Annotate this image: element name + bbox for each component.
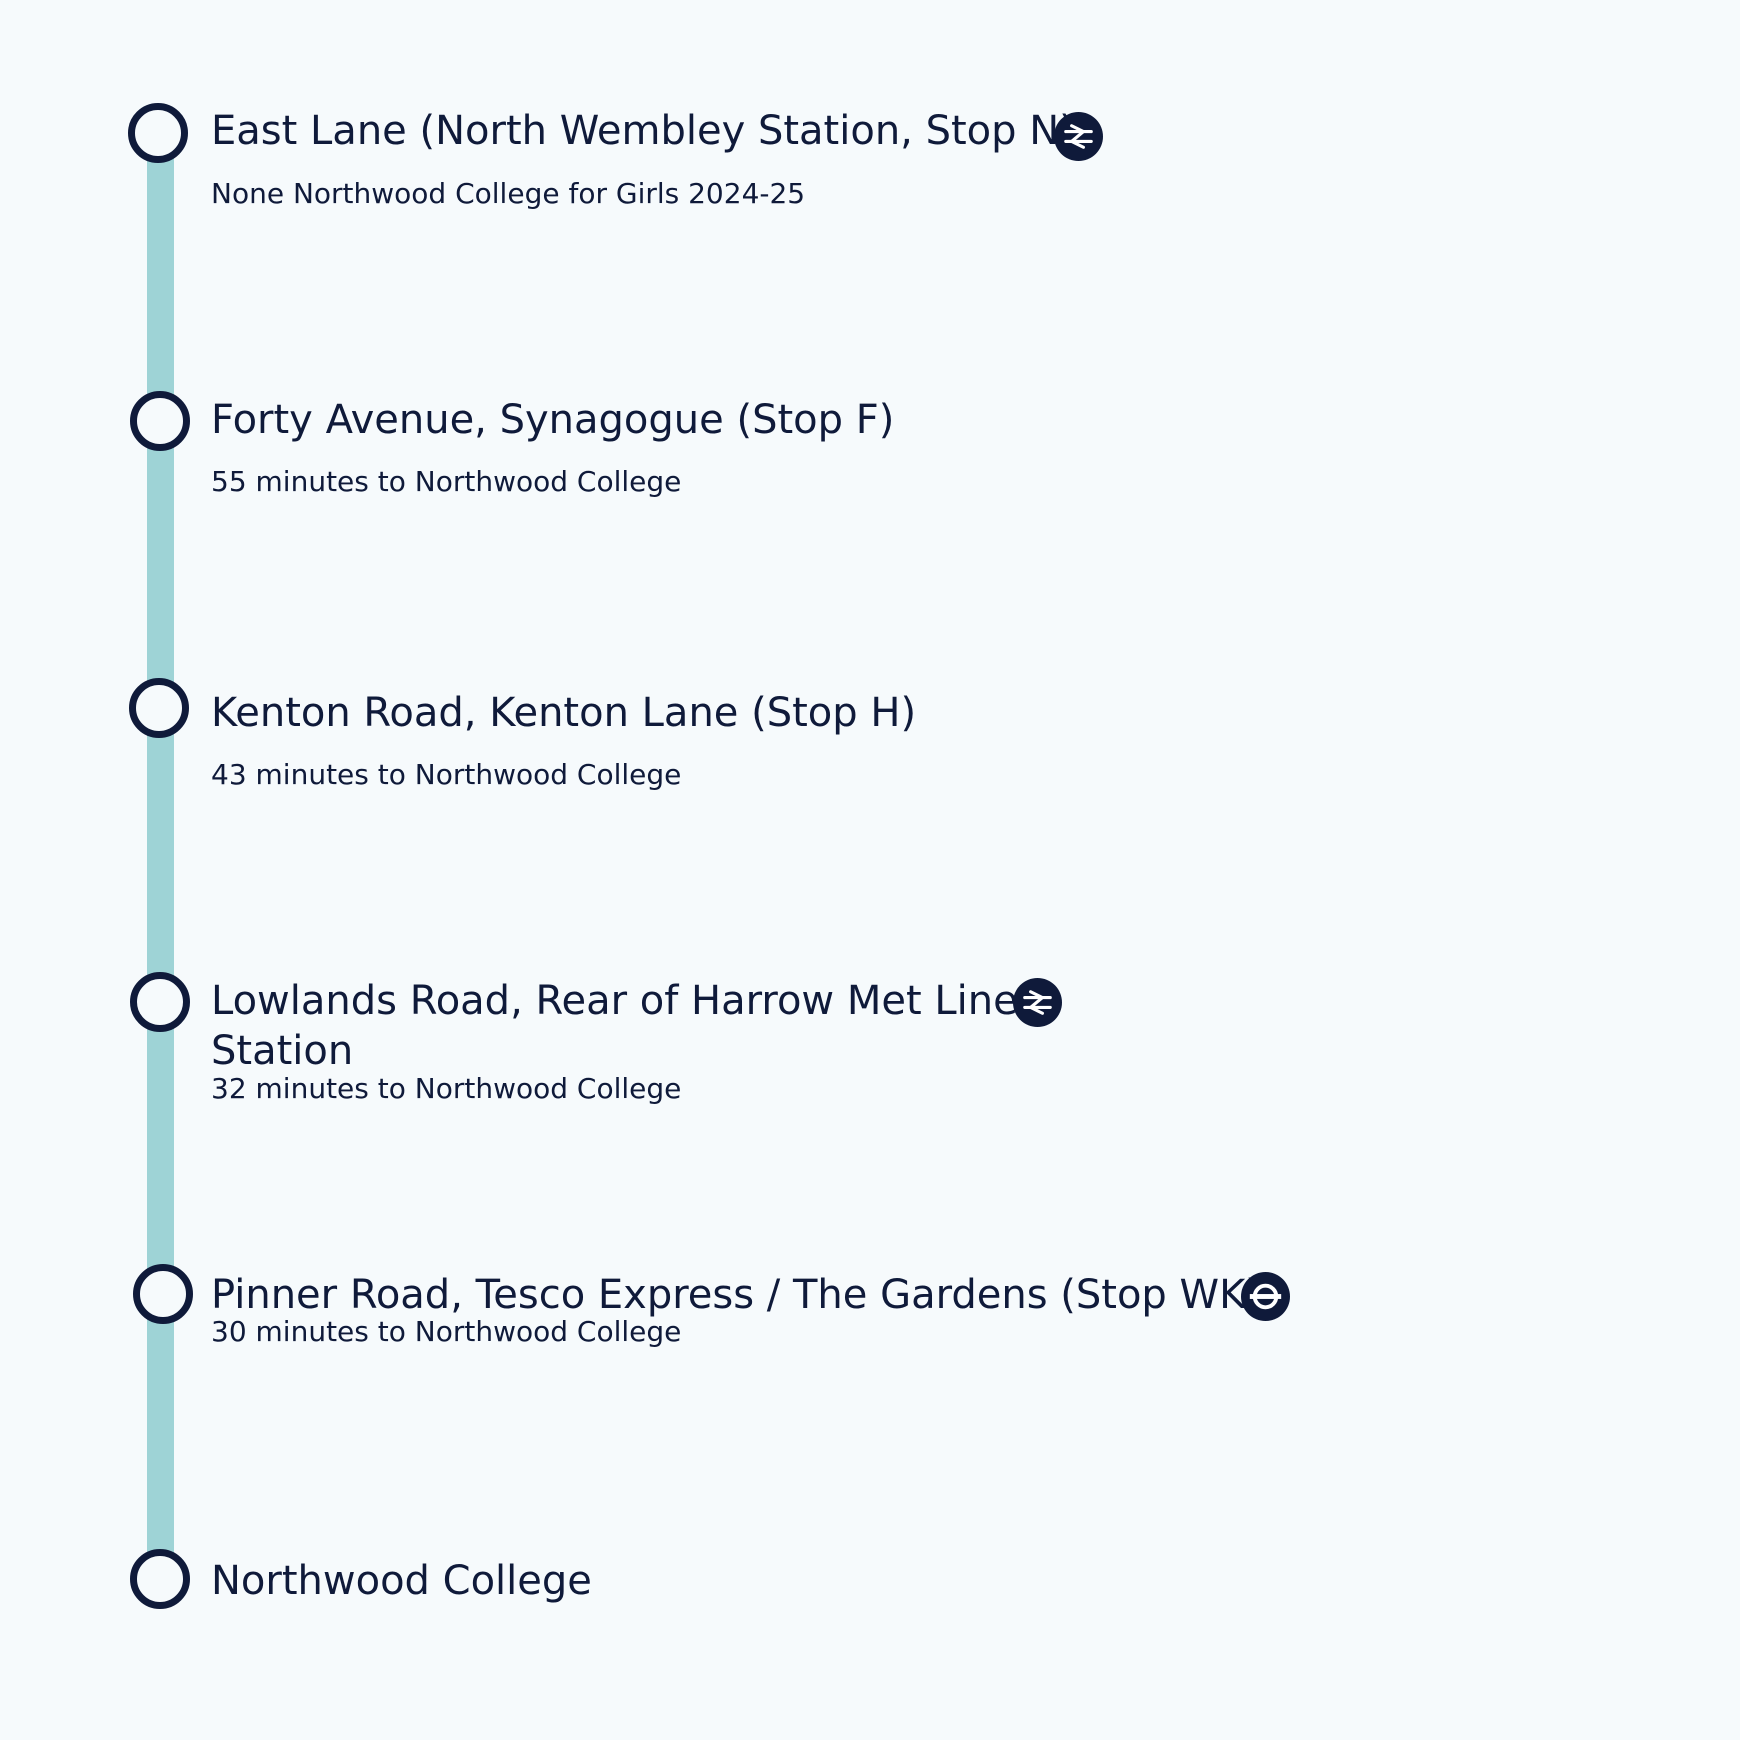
stop-name: Kenton Road, Kenton Lane (Stop H) [211,690,917,736]
stop-subtitle: 43 minutes to Northwood College [211,758,682,791]
stop-marker [133,1264,193,1324]
stop-name: Pinner Road, Tesco Express / The Gardens… [211,1272,1261,1318]
stop-name: East Lane (North Wembley Station, Stop N… [211,108,1075,154]
stop-subtitle: 32 minutes to Northwood College [211,1072,682,1105]
stop-name: Forty Avenue, Synagogue (Stop F) [211,397,895,443]
stop-marker [128,103,188,163]
stop-marker [130,972,190,1032]
stop-name: Lowlands Road, Rear of Harrow Met Line S… [211,978,1018,1074]
route-line [147,132,174,1582]
stop-subtitle: 55 minutes to Northwood College [211,465,682,498]
stop-marker [129,678,189,738]
stop-subtitle: 30 minutes to Northwood College [211,1315,682,1348]
stop-name: Northwood College [211,1558,592,1604]
stop-subtitle: None Northwood College for Girls 2024-25 [211,177,806,210]
national-rail-icon [1013,978,1062,1027]
stop-marker [130,1549,190,1609]
stop-marker [130,391,190,451]
underground-roundel-icon [1241,1272,1290,1321]
national-rail-icon [1054,112,1103,161]
